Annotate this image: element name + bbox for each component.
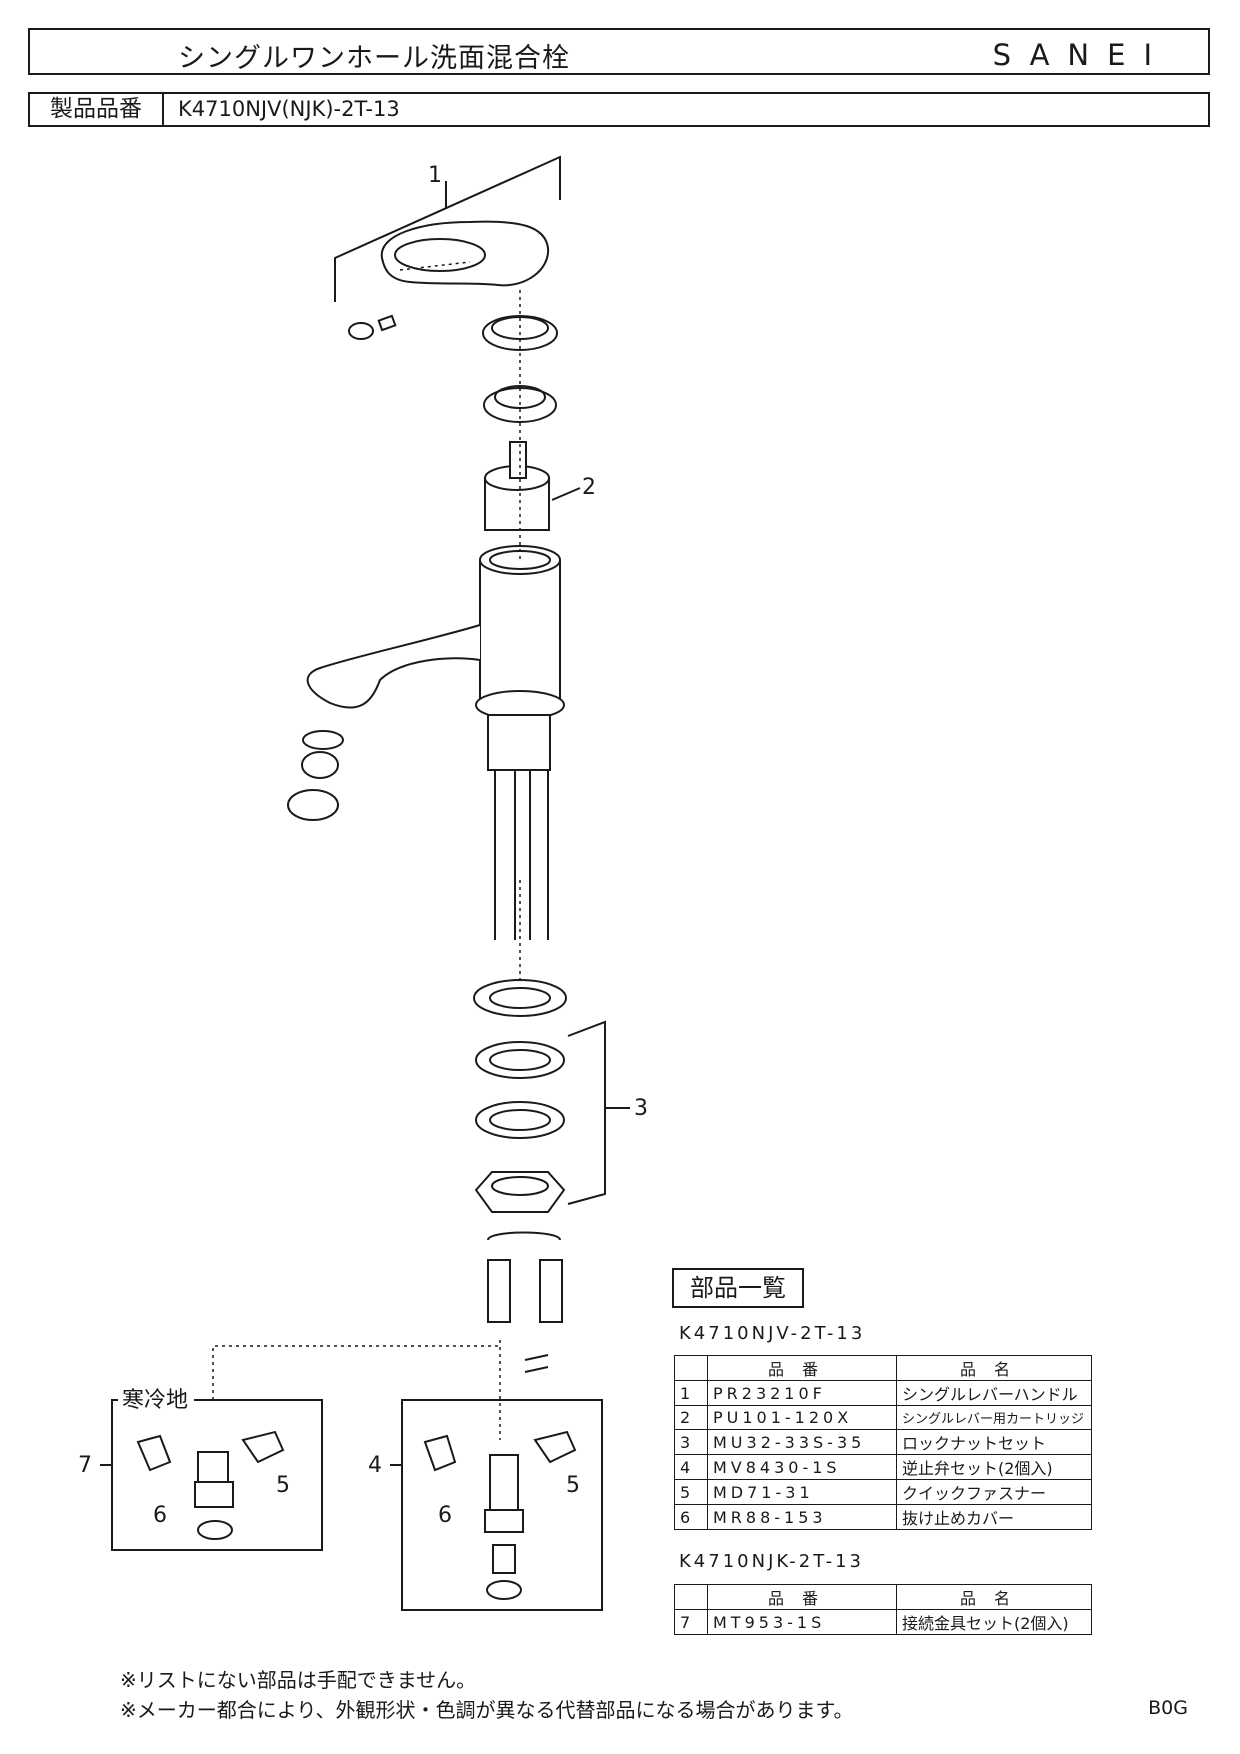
- washer-2: [475, 1041, 565, 1079]
- washer-1: [473, 979, 567, 1017]
- table-cell: MU32-33S-35: [707, 1429, 897, 1455]
- table-cell: [674, 1584, 708, 1610]
- parts-list-title-box: 部品一覧: [672, 1268, 804, 1308]
- spout: [306, 624, 481, 709]
- quick-fastener-cold: [241, 1430, 285, 1464]
- retainer-cover: [423, 1434, 457, 1472]
- lock-nut: [474, 1171, 566, 1213]
- table-cell: [674, 1355, 708, 1381]
- handle-cap: [348, 322, 374, 340]
- table-cell: MV8430-1S: [707, 1454, 897, 1480]
- aerator: [301, 751, 339, 779]
- callout-2: 2: [582, 475, 596, 500]
- aerator-ring: [287, 789, 339, 821]
- column-header-code: 品番: [707, 1355, 897, 1381]
- note-substitute-parts: ※メーカー都合により、外観形状・色調が異なる代替部品になる場合があります。: [120, 1698, 854, 1722]
- connector-cold: [197, 1451, 229, 1483]
- check-valve: [489, 1454, 519, 1511]
- table-cell: PR23210F: [707, 1380, 897, 1406]
- table-caption-njk: K4710NJK-2T-13: [679, 1551, 864, 1572]
- table-cell: MD71-31: [707, 1479, 897, 1505]
- threaded-shank: [487, 714, 551, 771]
- table-row: 7 MT953-1S 接続金具セット(2個入): [674, 1609, 1092, 1635]
- table-row: 5 MD71-31 クイックファスナー: [674, 1479, 1092, 1505]
- lever-handle: [380, 220, 550, 287]
- page-title: シングルワンホール洗面混合栓: [178, 43, 570, 74]
- table-cell: ロックナットセット: [896, 1429, 1092, 1455]
- table-cell: 7: [674, 1609, 708, 1635]
- table-cell: 抜け止めカバー: [896, 1504, 1092, 1530]
- model-number-bar: 製品品番 K4710NJV(NJK)-2T-13: [28, 92, 1210, 127]
- brand-logo: SANEI: [992, 38, 1170, 72]
- table-row: 品番 品名: [674, 1355, 1092, 1381]
- table-row: 4 MV8430-1S 逆止弁セット(2個入): [674, 1454, 1092, 1480]
- check-valve-box: [401, 1399, 603, 1611]
- table-cell: 5: [674, 1479, 708, 1505]
- table-cell: 4: [674, 1454, 708, 1480]
- table-cell: 6: [674, 1504, 708, 1530]
- retainer-cover-cold: [136, 1434, 172, 1472]
- table-cell: シングルレバー用カートリッジ: [896, 1405, 1092, 1430]
- callout-4: 4: [368, 1453, 382, 1478]
- cold-region-box: [111, 1399, 323, 1551]
- table-cell: クイックファスナー: [896, 1479, 1092, 1505]
- table-row: 2 PU101-120X シングルレバー用カートリッジ: [674, 1405, 1092, 1430]
- model-number-label: 製品品番: [30, 94, 164, 125]
- table-cell: シングルレバーハンドル: [896, 1380, 1092, 1406]
- table-cell: PU101-120X: [707, 1405, 897, 1430]
- table-cell: 3: [674, 1429, 708, 1455]
- parts-table-njk: 品番 品名 7 MT953-1S 接続金具セット(2個入): [674, 1584, 1092, 1635]
- callout-6: 6: [438, 1503, 452, 1528]
- supply-hoses: [494, 770, 549, 940]
- callout-7: 7: [78, 1453, 92, 1478]
- table-row: 品番 品名: [674, 1584, 1092, 1610]
- callout-5: 5: [566, 1473, 580, 1498]
- table-cell: 2: [674, 1405, 708, 1430]
- table-cell: 接続金具セット(2個入): [896, 1609, 1092, 1635]
- bracket-part-3: [567, 1020, 606, 1205]
- parts-table-njv: 品番 品名 1 PR23210F シングルレバーハンドル 2 PU101-120…: [674, 1355, 1092, 1530]
- quick-fastener: [533, 1430, 577, 1464]
- callout-6-cold: 6: [153, 1503, 167, 1528]
- document-code: B0G: [1148, 1697, 1188, 1719]
- table-cell: MT953-1S: [707, 1609, 897, 1635]
- note-not-listed: ※リストにない部品は手配できません。: [120, 1668, 477, 1692]
- cold-region-label: 寒冷地: [122, 1388, 188, 1413]
- table-cell: 1: [674, 1380, 708, 1406]
- table-row: 6 MR88-153 抜け止めカバー: [674, 1504, 1092, 1530]
- title-bar: シングルワンホール洗面混合栓 SANEI: [28, 28, 1210, 75]
- column-header-name: 品名: [896, 1584, 1092, 1610]
- model-number-value: K4710NJV(NJK)-2T-13: [178, 97, 400, 121]
- callout-5-cold: 5: [276, 1473, 290, 1498]
- table-row: 1 PR23210F シングルレバーハンドル: [674, 1380, 1092, 1406]
- table-row: 3 MU32-33S-35 ロックナットセット: [674, 1429, 1092, 1455]
- faucet-body: [479, 560, 561, 701]
- column-header-code: 品番: [707, 1584, 897, 1610]
- parts-list-title: 部品一覧: [690, 1274, 786, 1302]
- callout-3: 3: [634, 1096, 648, 1121]
- table-cell: 逆止弁セット(2個入): [896, 1454, 1092, 1480]
- washer-3: [475, 1101, 565, 1139]
- table-cell: MR88-153: [707, 1504, 897, 1530]
- column-header-name: 品名: [896, 1355, 1092, 1381]
- aerator-washer: [302, 730, 344, 750]
- table-caption-njv: K4710NJV-2T-13: [679, 1323, 866, 1344]
- bracket-part-1: [334, 155, 561, 302]
- callout-1: 1: [428, 163, 442, 188]
